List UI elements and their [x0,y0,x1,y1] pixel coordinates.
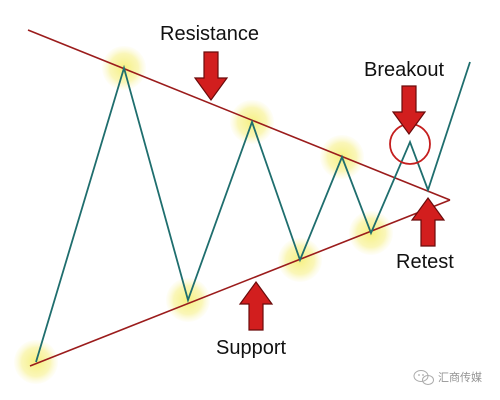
support-arrow [238,280,274,331]
watermark: 汇商传媒 [413,370,482,385]
retest-arrow [410,196,446,247]
support-label: Support [216,337,286,359]
breakout-label: Breakout [364,59,444,81]
support-trendline [29,199,451,367]
touch-point-highlights [14,46,393,384]
resistance-arrow [193,51,229,102]
resistance-label: Resistance [160,23,259,45]
retest-label: Retest [396,251,454,273]
resistance-trendline [27,29,451,201]
wechat-icon [413,370,434,385]
watermark-text: 汇商传媒 [438,370,482,384]
price-line [35,61,471,363]
breakout-arrow [391,85,427,136]
